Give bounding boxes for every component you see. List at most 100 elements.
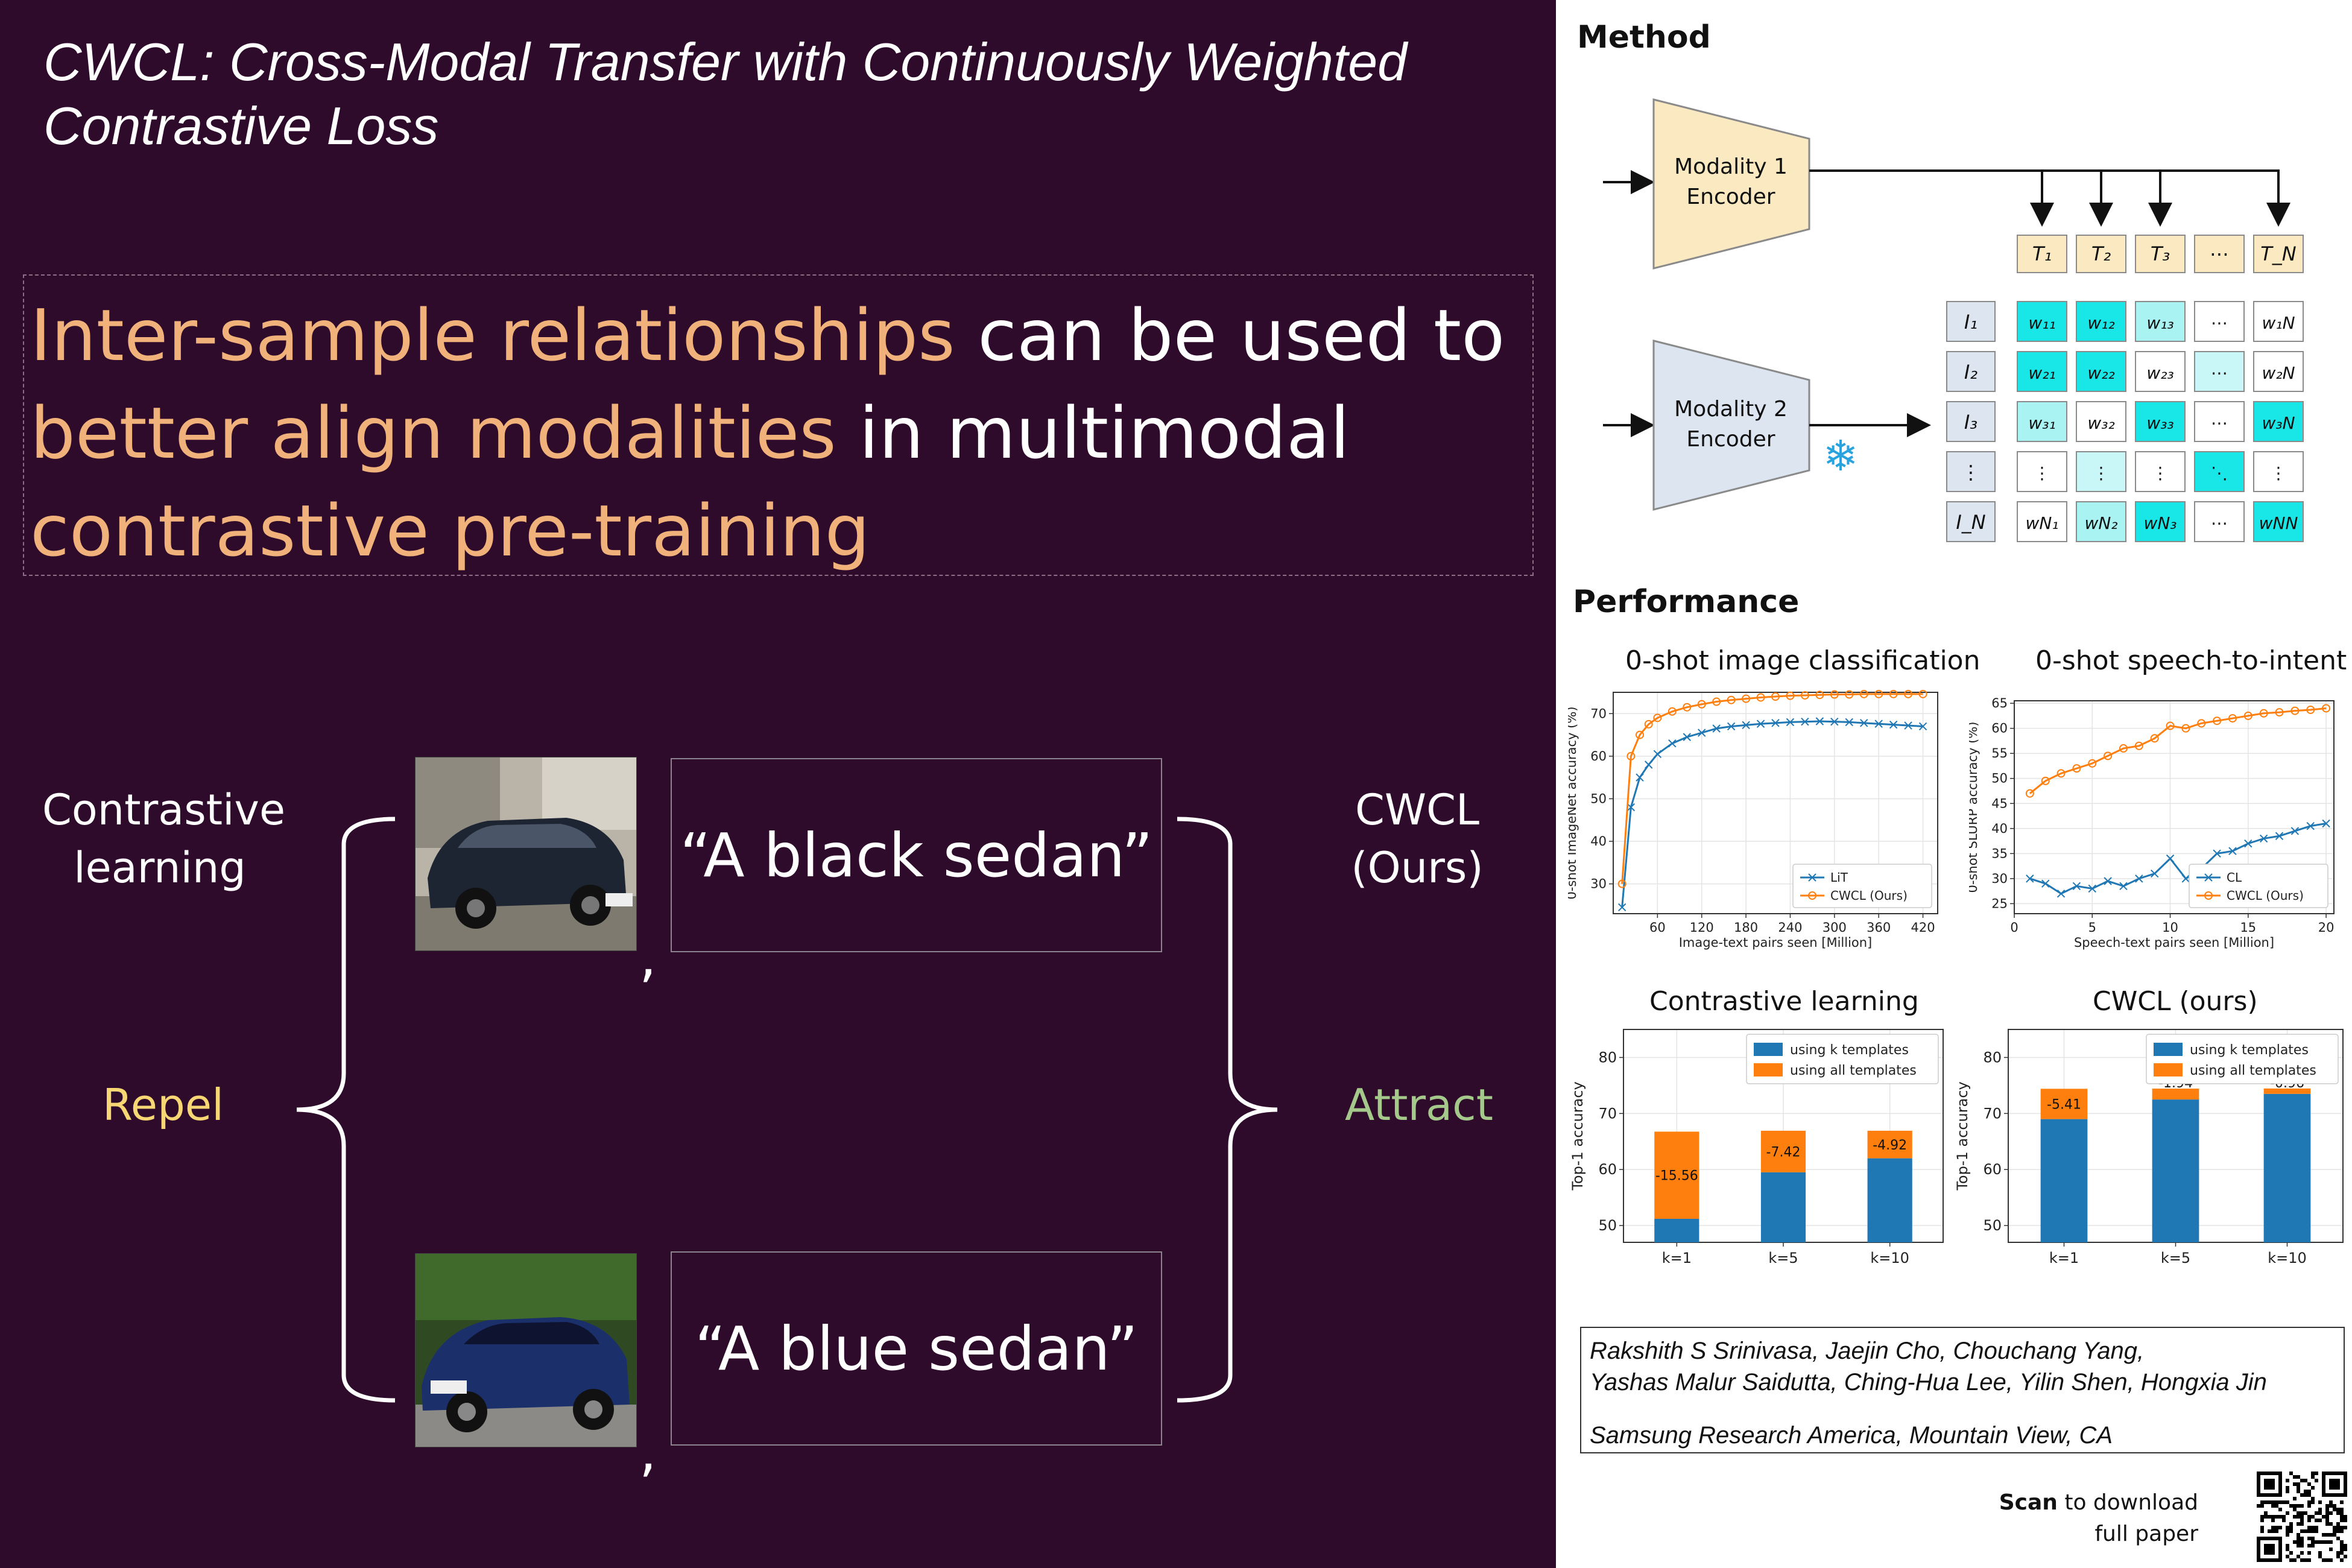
data-point [2275, 708, 2284, 717]
data-point [2290, 706, 2300, 715]
weight-cell [2194, 501, 2245, 542]
data-point [2259, 709, 2268, 718]
data-point [1845, 690, 1854, 699]
y-tick-label: 50 [1983, 1217, 2002, 1234]
y-tick-label: 30 [1590, 877, 1607, 891]
plot-frame [1613, 692, 1938, 914]
legend-label: using k templates [2190, 1043, 2309, 1058]
text-embedding-label: T₂ [2091, 242, 2111, 265]
data-point [1845, 718, 1853, 727]
data-point [2275, 832, 2284, 840]
x-axis-label: Speech-text pairs seen [Million] [2074, 935, 2274, 950]
weight-label: w₂₃ [2146, 363, 2173, 383]
weight-cell [2135, 451, 2186, 492]
weight-label: w₃₂ [2087, 413, 2114, 433]
image-embedding-label: ⋮ [1961, 461, 1981, 484]
x-tick-label: k=5 [2161, 1250, 2190, 1266]
data-point [1918, 689, 1927, 698]
text-embedding-cell [2076, 235, 2126, 273]
chart-contrastive-learning-bars: 50607080-15.56k=1-7.42k=5-4.92k=10Top-1 … [1569, 1029, 1944, 1266]
weight-label: wNN [2259, 513, 2298, 533]
bar-segment [2263, 1088, 2311, 1094]
data-point [1860, 719, 1868, 727]
chart-title-image: 0-shot image classification [1625, 645, 1981, 676]
encoder-1-label-1: Modality 1 [1674, 154, 1788, 179]
bus-drops [2030, 171, 2172, 227]
data-point [2119, 882, 2128, 891]
data-point [1617, 903, 1626, 912]
data-point [1815, 691, 1824, 700]
authors-line-1: Rakshith S Srinivasa, Jaejin Cho, Chouch… [1590, 1338, 2145, 1364]
y-axis-label: Top-1 accuracy [1954, 1081, 1971, 1190]
y-tick-label: 70 [1983, 1105, 2002, 1122]
headline-text-2: in multimodal [836, 391, 1350, 475]
text-embedding-cell [2253, 235, 2304, 273]
contrastive-label-line-1: Contrastive [42, 785, 286, 835]
weight-label: wN₁ [2025, 513, 2058, 533]
bar-segment [2040, 1119, 2088, 1242]
y-tick-label: 60 [1590, 749, 1607, 763]
x-tick-label: 60 [1649, 920, 1666, 935]
image-embedding-cell [1946, 301, 1996, 342]
data-point [1830, 717, 1839, 726]
title-line-1: CWCL: Cross-Modal Transfer with Continuo… [43, 32, 1408, 92]
weight-cell [2076, 451, 2126, 492]
encoder-2-label-2: Encoder [1686, 427, 1775, 452]
method-heading: Method [1577, 19, 1711, 55]
weight-label: ⋯ [2211, 313, 2228, 333]
headline-highlight-2: better align modalities [30, 391, 836, 475]
weight-label: ⋯ [2211, 513, 2228, 533]
bar-segment [1867, 1158, 1912, 1242]
weight-label: w₁₃ [2146, 313, 2173, 333]
x-axis-label: Image-text pairs seen [Million] [1679, 935, 1873, 950]
text-embedding-label: T_N [2260, 242, 2297, 265]
data-point [2025, 789, 2034, 798]
weight-cell [2017, 301, 2067, 342]
data-point [2306, 705, 2315, 714]
data-point [2322, 704, 2331, 713]
bus-line [1809, 169, 2290, 227]
left-brace [296, 817, 396, 1403]
weight-cell [2135, 501, 2186, 542]
headline-highlight-3: contrastive pre-training [30, 489, 870, 572]
data-point [1771, 719, 1780, 727]
image-embedding-label: I₁ [1964, 311, 1977, 334]
left-panel: CWCL: Cross-Modal Transfer with Continuo… [0, 0, 1556, 1568]
weight-cell [2076, 351, 2126, 392]
weight-label: ⋮ [2152, 463, 2169, 483]
data-point [1712, 724, 1721, 733]
chart-title-cwcl: CWCL (ours) [2093, 986, 2258, 1017]
weight-cell [2253, 301, 2304, 342]
data-point [1874, 689, 1883, 698]
data-point [1668, 707, 1677, 716]
image-embedding-label: I_N [1956, 511, 1985, 534]
bar-segment [2152, 1089, 2199, 1100]
weight-label: wN₂ [2084, 513, 2117, 533]
data-point [1683, 733, 1691, 741]
bar-segment [1760, 1130, 1806, 1172]
data-point [2088, 759, 2097, 768]
data-point [2056, 769, 2066, 778]
weight-cell [2076, 501, 2126, 542]
weight-label: ⋯ [2211, 413, 2228, 433]
data-point [2290, 827, 2300, 835]
qr-code-icon[interactable] [2257, 1472, 2347, 1562]
modality-1-encoder [1652, 98, 1810, 270]
data-point [1653, 750, 1662, 759]
weight-label: ⋮ [2034, 463, 2050, 483]
data-point [1771, 692, 1780, 701]
chart-title-speech: 0-shot speech-to-intent [2035, 645, 2347, 676]
data-point [2135, 874, 2143, 883]
data-point [1742, 694, 1751, 703]
bar-value-label: -4.92 [1873, 1138, 1907, 1153]
weight-cell [2253, 401, 2304, 442]
image-embedding-label: I₃ [1964, 411, 1977, 434]
legend-swatch [1754, 1043, 1783, 1056]
weight-label: w₁₁ [2028, 313, 2055, 333]
weight-label: ⋱ [2211, 463, 2228, 483]
weight-label: wN₃ [2143, 513, 2177, 533]
title-line-2: Contrastive Loss [43, 96, 439, 156]
